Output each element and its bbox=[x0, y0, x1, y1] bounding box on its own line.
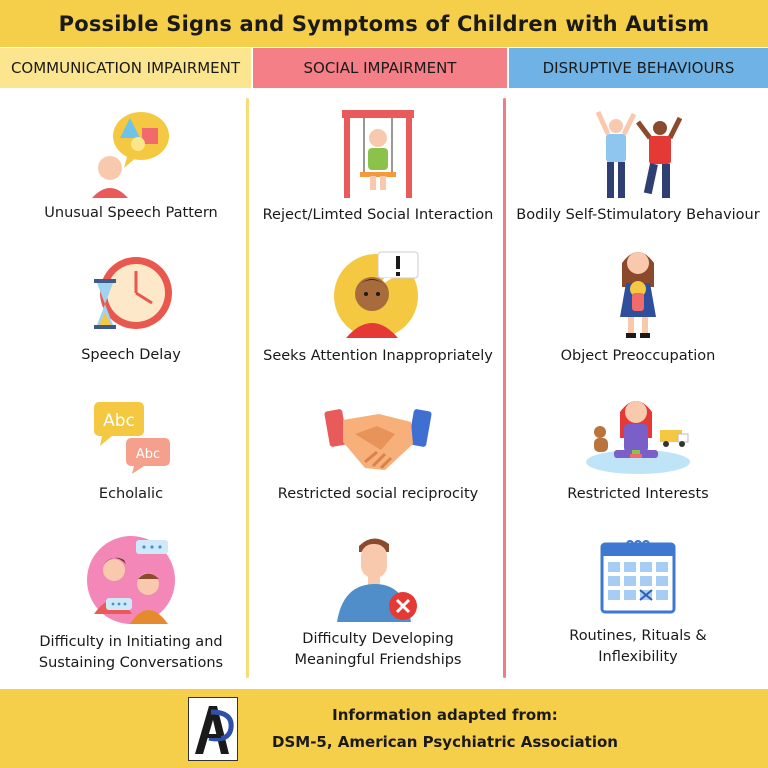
apa-logo bbox=[188, 697, 238, 761]
symptom-label: Seeks Attention Inappropriately bbox=[263, 348, 493, 364]
symptom-label-line1: Difficulty in Initiating and bbox=[39, 634, 223, 650]
symptom-label-line1: Difficulty Developing bbox=[302, 631, 454, 647]
svg-text:Abc: Abc bbox=[103, 411, 135, 431]
symptom-label-line2: Sustaining Conversations bbox=[38, 655, 224, 671]
header-disruptive-behaviours: DISRUPTIVE BEHAVIOURS bbox=[509, 48, 768, 88]
header-social-impairment: SOCIAL IMPAIRMENT bbox=[253, 48, 507, 88]
symptom-difficulty-conversations: Difficulty in Initiating and Sustaining … bbox=[14, 534, 248, 674]
symptom-label: Speech Delay bbox=[81, 347, 181, 363]
column-divider-yellow bbox=[246, 98, 249, 678]
symptom-seeks-attention: Seeks Attention Inappropriately bbox=[253, 248, 503, 367]
clock-hourglass-icon bbox=[94, 257, 172, 329]
column-divider-pink bbox=[503, 98, 506, 678]
symptom-restricted-interests: Restricted Interests bbox=[508, 390, 768, 505]
flapping-people-icon bbox=[595, 110, 683, 198]
symptom-label: Object Preoccupation bbox=[560, 348, 716, 364]
girl-with-toys-icon bbox=[586, 401, 690, 474]
symptom-object-preoccupation: Object Preoccupation bbox=[508, 243, 768, 367]
symptom-label-line1: Routines, Rituals & bbox=[569, 628, 707, 644]
symptom-label: Echolalic bbox=[98, 486, 164, 502]
boy-exclamation-icon bbox=[334, 251, 419, 338]
symptom-label: Restricted Interests bbox=[567, 486, 709, 502]
apa-logo-icon bbox=[195, 706, 234, 754]
symptom-difficulty-friendships: Difficulty Developing Meaningful Friends… bbox=[253, 530, 503, 671]
symptom-echolalic: Abc Abc Echolalic bbox=[20, 398, 242, 505]
svg-text:Abc: Abc bbox=[136, 447, 160, 462]
abc-speech-bubbles-icon: Abc Abc bbox=[94, 402, 170, 474]
footer-line2: DSM-5, American Psychiatric Association bbox=[272, 733, 618, 751]
symptom-reject-social-interaction: Reject/Limted Social Interaction bbox=[253, 108, 503, 226]
symptom-label: Bodily Self-Stimulatory Behaviour bbox=[516, 207, 760, 223]
symptom-speech-delay: Speech Delay bbox=[20, 255, 242, 366]
infographic-title: Possible Signs and Symptoms of Children … bbox=[0, 0, 768, 47]
symptom-self-stimulatory: Bodily Self-Stimulatory Behaviour bbox=[508, 108, 768, 226]
symptom-label: Reject/Limted Social Interaction bbox=[262, 207, 494, 223]
symptom-unusual-speech-pattern: Unusual Speech Pattern bbox=[20, 108, 242, 224]
handshake-icon bbox=[324, 409, 432, 470]
footer-source: Information adapted from: DSM-5, America… bbox=[250, 702, 640, 756]
symptom-restricted-reciprocity: Restricted social reciprocity bbox=[253, 404, 503, 505]
symptom-label: Restricted social reciprocity bbox=[277, 486, 479, 502]
girl-with-doll-icon bbox=[620, 252, 656, 338]
title-text: Possible Signs and Symptoms of Children … bbox=[58, 11, 710, 36]
child-on-swing-icon bbox=[342, 110, 414, 198]
calendar-icon bbox=[600, 540, 676, 614]
speech-bubble-shapes-icon bbox=[92, 112, 169, 198]
person-no-friends-icon bbox=[337, 538, 417, 622]
symptom-label: Unusual Speech Pattern bbox=[44, 205, 218, 221]
header-communication-impairment: COMMUNICATION IMPAIRMENT bbox=[0, 48, 251, 88]
footer-line1: Information adapted from: bbox=[332, 706, 558, 724]
footer-bar bbox=[0, 689, 768, 768]
symptom-label-line2: Meaningful Friendships bbox=[294, 652, 462, 668]
two-people-conversation-icon bbox=[87, 536, 175, 624]
symptom-routines-rituals: Routines, Rituals & Inflexibility bbox=[508, 538, 768, 668]
symptom-label-line2: Inflexibility bbox=[598, 649, 678, 665]
